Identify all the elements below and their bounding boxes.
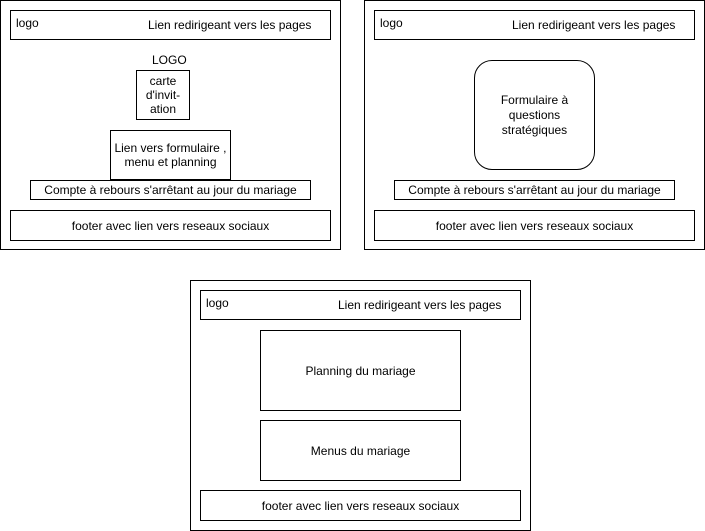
home-links-line-2: menu et planning [124,155,217,169]
home-invitation-line-3: ation [149,102,177,116]
home-invitation-line-2: d'invit- [145,88,181,102]
home-footer-label: footer avec lien vers reseaux sociaux [71,218,270,233]
planning-header-nav: Lien redirigeant vers les pages [338,298,502,312]
planning-footer-label: footer avec lien vers reseaux sociaux [261,498,460,513]
home-links-box: Lien vers formulaire , menu et planning [110,130,231,180]
home-logo-label: LOGO [152,53,187,67]
planning-header-logo: logo [206,296,229,310]
menus-box: Menus du mariage [260,420,461,481]
home-header-box [10,10,331,40]
home-links-line-1: Lien vers formulaire , [114,141,227,155]
home-footer: footer avec lien vers reseaux sociaux [10,210,331,241]
home-header-nav: Lien redirigeant vers les pages [148,18,312,32]
form-questions-box: Formulaire à questions stratégiques [474,60,595,170]
home-header-logo: logo [16,16,39,30]
planning-footer: footer avec lien vers reseaux sociaux [200,490,521,521]
home-invitation-line-1: carte [149,74,177,88]
form-footer: footer avec lien vers reseaux sociaux [374,210,695,241]
form-box-line-1: Formulaire à [500,92,569,107]
form-countdown-label: Compte à rebours s'arrêtant au jour du m… [408,183,661,197]
planning-box: Planning du mariage [260,330,461,411]
form-box-line-2: questions [508,107,561,122]
home-invitation-card: carte d'invit- ation [136,70,190,120]
planning-header-box [200,290,521,320]
form-header-nav: Lien redirigeant vers les pages [512,18,676,32]
planning-box-label: Planning du mariage [305,363,416,378]
mockup-home-frame [0,0,341,250]
form-box-line-3: stratégiques [501,122,568,137]
home-countdown-label: Compte à rebours s'arrêtant au jour du m… [44,183,297,197]
menus-box-label: Menus du mariage [310,443,411,458]
home-countdown: Compte à rebours s'arrêtant au jour du m… [30,180,311,200]
form-footer-label: footer avec lien vers reseaux sociaux [435,218,634,233]
form-header-logo: logo [380,16,403,30]
form-countdown: Compte à rebours s'arrêtant au jour du m… [394,180,675,200]
form-header-box [374,10,695,40]
